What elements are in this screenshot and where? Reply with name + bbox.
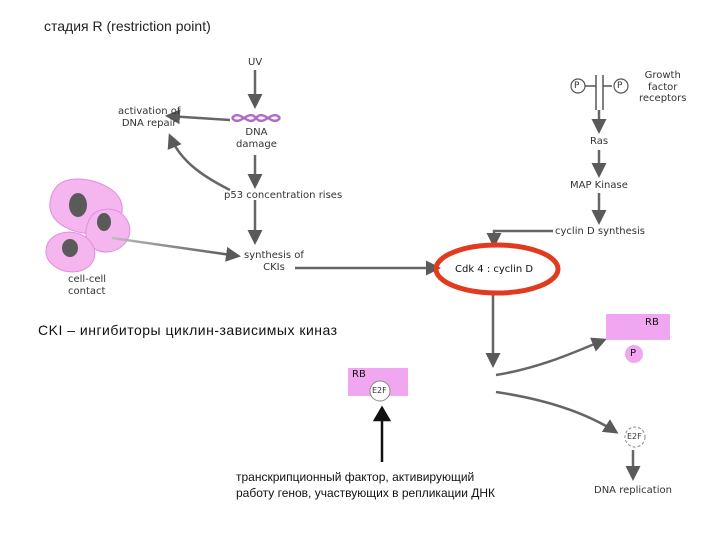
cdk-cyclin-d-label: Cdk 4 : cyclin D: [455, 264, 534, 275]
ras-label: Ras: [590, 136, 609, 147]
highlight-ring: [433, 242, 561, 296]
cell-contact-label: cell-cell contact: [68, 274, 107, 297]
receptor-phospho-right-icon: [613, 78, 629, 94]
page-title: стадия R (restriction point): [44, 18, 211, 34]
uv-label: UV: [248, 57, 263, 68]
e2f-bound-circle-icon: [369, 380, 391, 402]
cki-note: CKI – ингибиторы циклин-зависимых киназ: [38, 322, 338, 338]
ckis-label: synthesis of CKIs: [244, 250, 304, 273]
p53-label: p53 concentration rises: [224, 190, 343, 201]
tf-note: транскрипционный фактор, активирующий ра…: [236, 470, 496, 500]
rb-phospho-label: P: [630, 348, 637, 359]
receptor-phospho-left-icon: [570, 78, 586, 94]
rb-right-label: RB: [645, 317, 659, 328]
dna-replication-label: DNA replication: [594, 485, 672, 496]
receptor-p-right-label: P: [617, 81, 623, 91]
dna-damage-label: DNA damage: [236, 127, 277, 150]
receptor-membrane: [585, 75, 612, 110]
map-kinase-label: MAP Kinase: [570, 180, 628, 191]
inhibition-arrow-icon: [372, 405, 392, 462]
cyclin-d-synthesis-label: cyclin D synthesis: [555, 226, 645, 237]
cell-cluster-icon: [45, 178, 131, 273]
dna-helix-icon: [231, 113, 281, 123]
e2f-free-label: E2F: [627, 432, 642, 441]
dna-repair-label: activation of DNA repair: [118, 106, 181, 129]
rb-phospho-circle-icon: [625, 345, 643, 363]
e2f-free-circle-icon: [624, 426, 646, 448]
receptor-p-left-label: P: [574, 81, 580, 91]
rb-left-label: RB: [352, 369, 366, 380]
rb-right-box: [606, 314, 670, 340]
e2f-bound-label: E2F: [372, 386, 387, 395]
growth-receptors-label: Growth factor receptors: [639, 70, 687, 104]
arrows: [111, 70, 641, 481]
